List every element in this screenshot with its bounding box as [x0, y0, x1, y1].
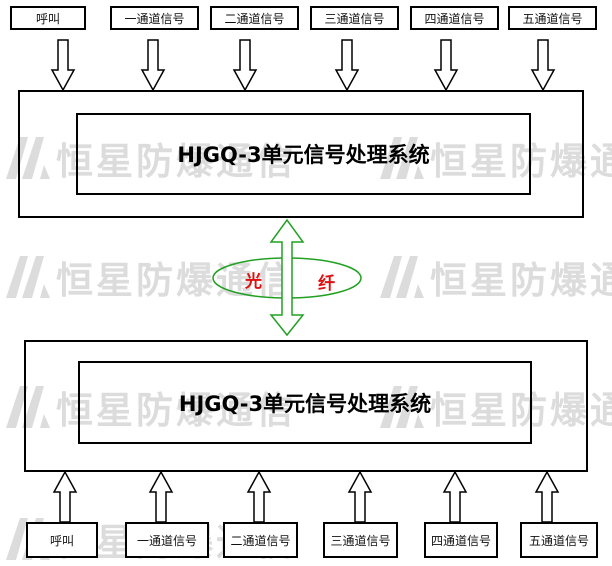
- bottom-input-label: 二通道信号: [230, 533, 291, 548]
- bottom-system-title-box: HJGQ-3单元信号处理系统: [78, 361, 532, 444]
- down-arrow-icon: [232, 39, 258, 92]
- watermark-logo-icon: [380, 256, 424, 298]
- watermark: 恒星防爆通信: [6, 250, 296, 304]
- watermark: 恒星防爆通信: [380, 131, 612, 185]
- up-arrow-icon: [347, 470, 373, 523]
- watermark-text: 恒星防爆通信: [430, 259, 612, 302]
- watermark-text: 恒星防爆通信: [56, 259, 296, 302]
- bidirectional-arrow-icon: [269, 218, 305, 337]
- watermark-text: 恒星防爆通信: [430, 140, 612, 183]
- top-system-box: [18, 90, 584, 218]
- bottom-input-channel-4: 四通道信号: [424, 522, 498, 558]
- bottom-input-label: 一通道信号: [136, 533, 197, 548]
- up-arrow-icon: [52, 470, 78, 523]
- watermark: 恒星防爆通信: [380, 250, 612, 304]
- fiber-label-left: 光: [245, 272, 262, 292]
- top-input-label: 四通道信号: [424, 11, 485, 26]
- bottom-system-title: HJGQ-3单元信号处理系统: [178, 391, 432, 416]
- watermark: 恒星防爆通信: [380, 380, 612, 434]
- top-input-label: 呼叫: [35, 11, 60, 26]
- watermark-text: 恒星防爆通信: [430, 389, 612, 432]
- bottom-input-channel-1: 一通道信号: [125, 522, 209, 558]
- watermark-logo-icon: [380, 137, 424, 179]
- watermark-logo-icon: [6, 137, 50, 179]
- bottom-system-box: [24, 340, 588, 472]
- fiber-label-right: 纤: [318, 274, 335, 294]
- top-system-title-box: HJGQ-3单元信号处理系统: [76, 113, 531, 195]
- up-arrow-icon: [442, 470, 468, 523]
- bottom-input-channel-5: 五通道信号: [520, 522, 598, 558]
- watermark: 恒星防爆通信: [6, 131, 296, 185]
- bottom-input-channel-2: 二通道信号: [223, 522, 298, 558]
- watermark-text: 恒星防爆通信: [56, 140, 296, 183]
- top-input-label: 二通道信号: [224, 11, 285, 26]
- bottom-input-call: 呼叫: [26, 522, 98, 558]
- up-arrow-icon: [534, 470, 560, 523]
- top-input-call: 呼叫: [10, 6, 86, 30]
- up-arrow-icon: [246, 470, 272, 523]
- top-input-channel-1: 一通道信号: [110, 6, 199, 30]
- down-arrow-icon: [530, 39, 556, 92]
- watermark-logo-icon: [6, 256, 50, 298]
- top-input-arrows: [50, 39, 556, 92]
- up-arrow-icon: [148, 470, 174, 523]
- down-arrow-icon: [50, 39, 76, 92]
- top-system-title: HJGQ-3单元信号处理系统: [177, 143, 430, 167]
- top-input-label: 一通道信号: [124, 11, 185, 26]
- bottom-input-label: 呼叫: [49, 533, 74, 548]
- top-input-channel-4: 四通道信号: [410, 6, 499, 30]
- watermark-row: 恒星防爆通信 恒星防爆通信: [0, 380, 612, 432]
- bottom-input-label: 四通道信号: [430, 533, 491, 548]
- top-input-label: 三通道信号: [324, 11, 385, 26]
- top-input-channel-5: 五通道信号: [508, 6, 597, 30]
- down-arrow-icon: [334, 39, 360, 92]
- watermark-row: 恒星防爆通信 恒星防爆通信: [0, 131, 612, 183]
- bottom-input-channel-3: 三通道信号: [323, 522, 398, 558]
- down-arrow-icon: [140, 39, 166, 92]
- watermark-logo-icon: [380, 386, 424, 428]
- bottom-input-arrows: [52, 470, 560, 523]
- bottom-input-label: 五通道信号: [528, 533, 589, 548]
- watermark-logo-icon: [6, 386, 50, 428]
- watermark-row: 恒星防爆通信 恒星防爆通信: [0, 250, 612, 302]
- watermark-text: 恒星防爆通信: [56, 389, 296, 432]
- watermark: 恒星防爆通信: [6, 380, 296, 434]
- top-input-channel-3: 三通道信号: [310, 6, 399, 30]
- top-input-label: 五通道信号: [522, 11, 583, 26]
- down-arrow-icon: [433, 39, 459, 92]
- bottom-input-label: 三通道信号: [330, 533, 391, 548]
- top-input-channel-2: 二通道信号: [210, 6, 299, 30]
